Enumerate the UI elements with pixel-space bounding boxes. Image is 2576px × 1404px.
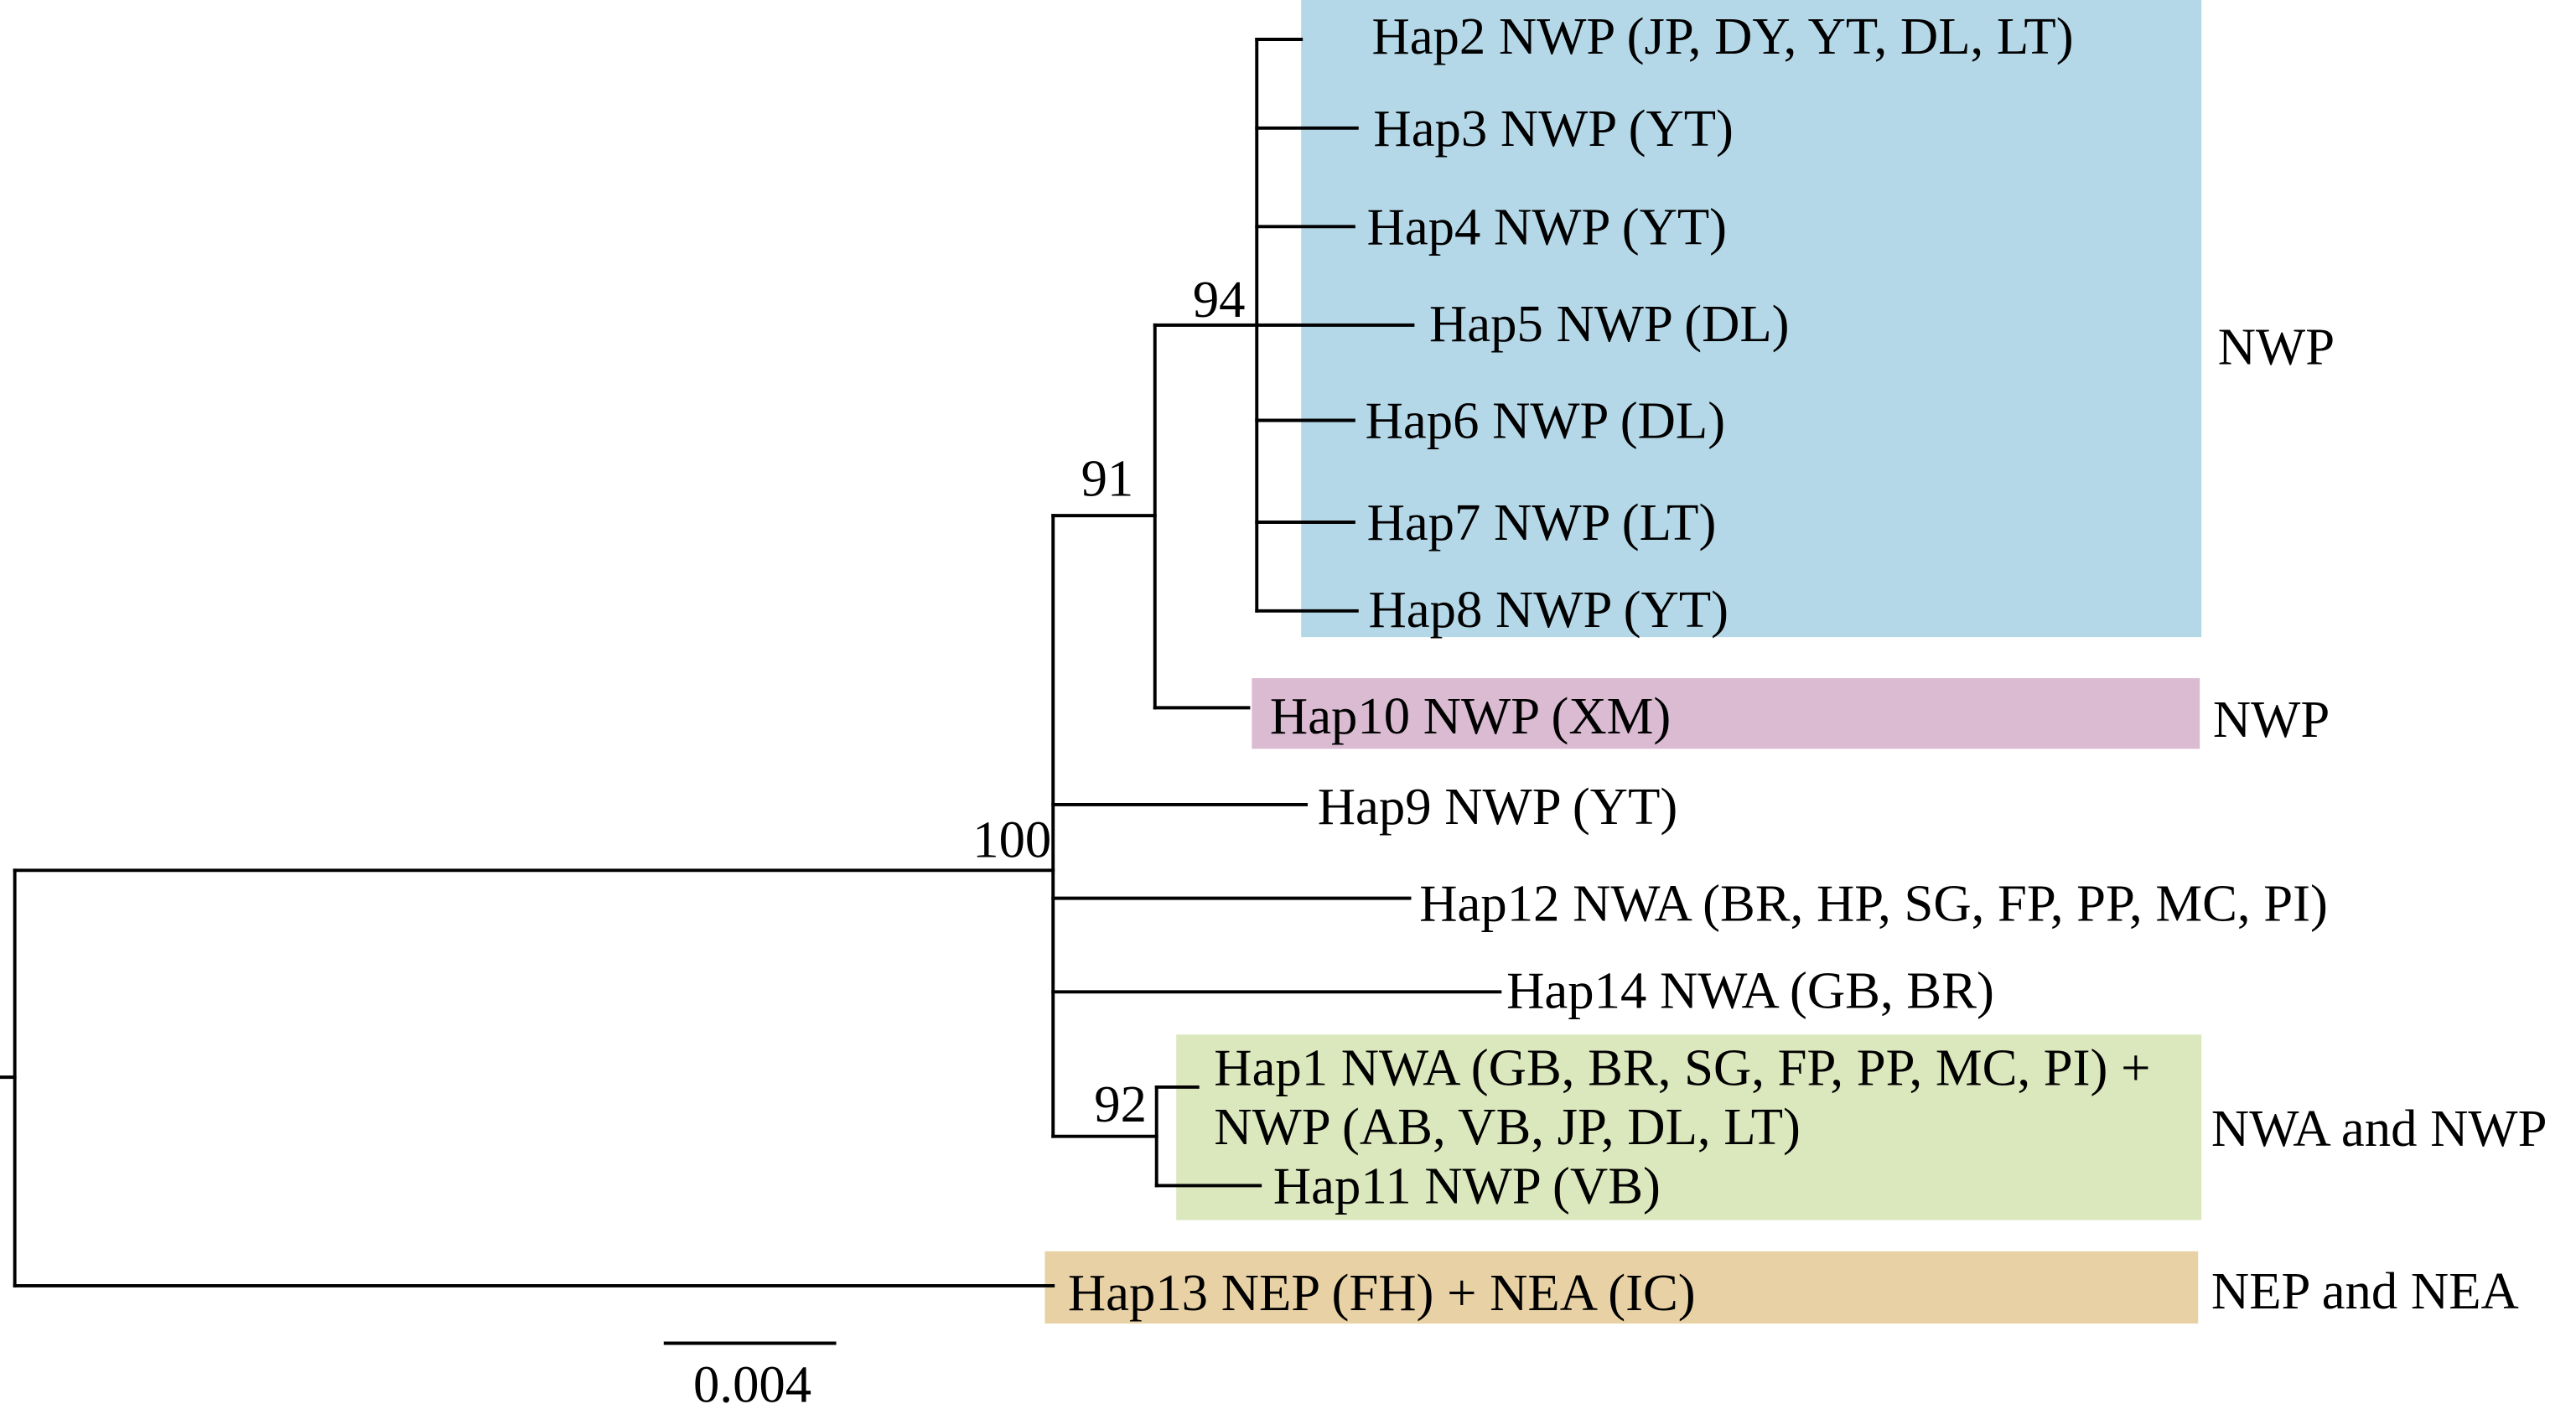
tree-branches xyxy=(0,38,1502,1345)
bootstrap-92: 92 xyxy=(1094,1075,1147,1133)
leaf-hap8: Hap8 NWP (YT) xyxy=(1369,580,1729,639)
nwa-nwp-box xyxy=(1176,1034,2202,1220)
group-label-nwa-nwp: NWA and NWP xyxy=(2211,1099,2547,1158)
leaf-hap4: Hap4 NWP (YT) xyxy=(1367,197,1728,256)
leaf-hap13: Hap13 NEP (FH) + NEA (IC) xyxy=(1068,1263,1696,1322)
leaf-hap7: Hap7 NWP (LT) xyxy=(1367,493,1717,552)
group-label-nwp-main: NWP xyxy=(2218,317,2335,376)
leaf-hap14: Hap14 NWA (GB, BR) xyxy=(1506,961,1994,1019)
leaf-hap9: Hap9 NWP (YT) xyxy=(1318,777,1678,836)
group-label-nep-nea: NEP and NEA xyxy=(2211,1262,2519,1320)
leaf-hap3: Hap3 NWP (YT) xyxy=(1373,99,1734,158)
bootstrap-100: 100 xyxy=(972,811,1051,869)
nwp-clade-box xyxy=(1301,0,2202,638)
nwp-xm-box xyxy=(1252,678,2200,749)
leaf-hap12: Hap12 NWA (BR, HP, SG, FP, PP, MC, PI) xyxy=(1419,873,2328,932)
leaf-hap10: Hap10 NWP (XM) xyxy=(1270,686,1671,745)
scale-bar-label: 0.004 xyxy=(693,1355,811,1404)
bootstrap-91: 91 xyxy=(1081,449,1134,508)
leaf-hap1-line1: Hap1 NWA (GB, BR, SG, FP, PP, MC, PI) + xyxy=(1214,1038,2150,1096)
leaf-hap1-line2: NWP (AB, VB, JP, DL, LT) xyxy=(1214,1097,1801,1156)
group-label-nwp-xm: NWP xyxy=(2213,690,2330,749)
leaf-hap11: Hap11 NWP (VB) xyxy=(1273,1156,1661,1215)
leaf-hap2: Hap2 NWP (JP, DY, YT, DL, LT) xyxy=(1371,7,2073,65)
bootstrap-94: 94 xyxy=(1193,270,1246,329)
leaf-hap6: Hap6 NWP (DL) xyxy=(1366,391,1726,450)
nep-nea-box xyxy=(1044,1251,2199,1324)
leaf-hap5: Hap5 NWP (DL) xyxy=(1429,294,1790,353)
